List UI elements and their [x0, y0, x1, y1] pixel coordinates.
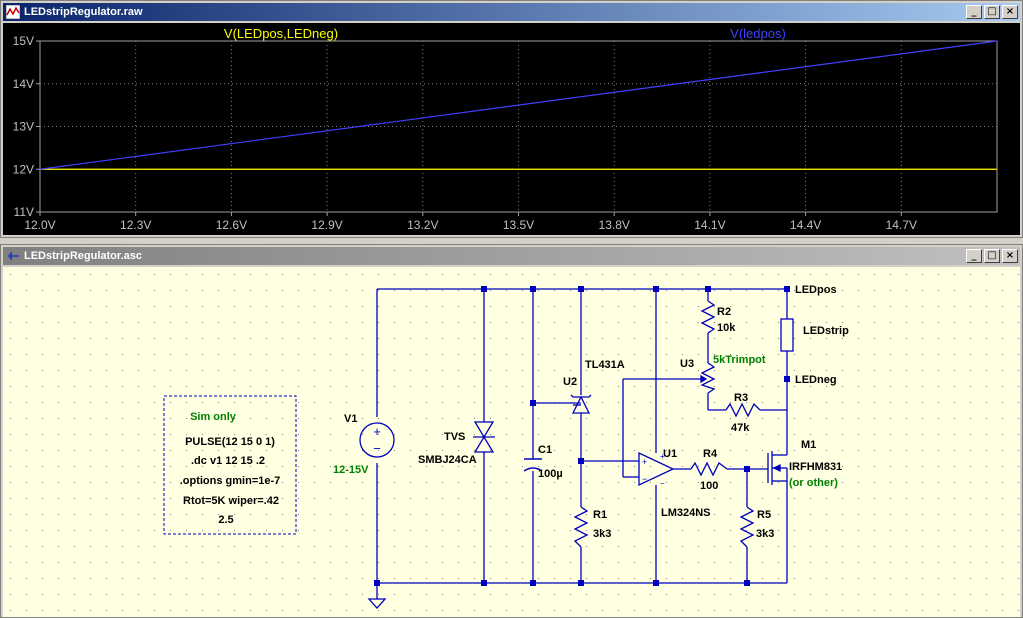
shunt-regulator-u2[interactable] — [570, 394, 592, 414]
resistor-r5[interactable] — [739, 506, 755, 548]
tvs-diode[interactable] — [473, 421, 495, 453]
x-tick-label: 14.7V — [886, 218, 917, 232]
y-tick-label: 11V — [14, 205, 34, 219]
svg-text:−: − — [373, 441, 381, 456]
x-tick-label: 13.2V — [407, 218, 438, 232]
trimpot-u3[interactable] — [700, 362, 716, 394]
minimize-button[interactable]: _ — [966, 5, 982, 19]
net-label-ledneg[interactable]: LEDneg — [795, 374, 837, 386]
waveform-plot[interactable]: 12.0V 12.3V 12.6V 12.9V 13.2V 13.5V 13.8V 14.1V… — [3, 23, 1020, 235]
m1-value: IRFHM831 — [789, 461, 842, 473]
r2-label: R2 — [717, 306, 731, 318]
r4-label: R4 — [703, 448, 718, 460]
sim-box-line: .dc v1 12 15 .2 — [191, 455, 265, 467]
c1-label: C1 — [538, 444, 552, 456]
r2-value: 10k — [717, 322, 736, 334]
r3-label: R3 — [734, 392, 748, 404]
led-strip-component[interactable] — [780, 318, 794, 352]
close-button[interactable]: × — [1002, 249, 1018, 263]
minimize-button[interactable]: _ — [966, 249, 982, 263]
svg-text:−: − — [660, 479, 665, 488]
resistor-r4[interactable] — [690, 461, 728, 477]
waveform-icon — [6, 5, 20, 19]
resistor-r3[interactable] — [725, 402, 761, 418]
schematic-window-title: LEDstripRegulator.asc — [24, 250, 142, 262]
resistor-r1[interactable] — [573, 506, 589, 548]
y-tick-label: 12V — [13, 162, 34, 176]
u3-label: U3 — [680, 358, 694, 370]
sim-box-line: 2.5 — [218, 514, 233, 526]
sim-box-line: Rtot=5K wiper=.42 — [183, 495, 279, 507]
trimpot-value: 5kTrimpot — [713, 354, 766, 366]
x-tick-label: 12.3V — [120, 218, 151, 232]
schematic-canvas[interactable]: + − — [3, 267, 1020, 617]
svg-text:−: − — [642, 474, 647, 484]
svg-text:+: + — [660, 452, 665, 461]
v1-label: V1 — [344, 413, 357, 425]
tvs-label: TVS — [444, 431, 465, 443]
r4-value: 100 — [700, 480, 718, 492]
sim-box-line: PULSE(12 15 0 1) — [185, 436, 275, 448]
r1-label: R1 — [593, 509, 607, 521]
plot-window-title: LEDstripRegulator.raw — [24, 6, 143, 18]
trace-ledpos[interactable] — [39, 40, 998, 170]
x-tick-label: 14.1V — [694, 218, 725, 232]
r3-value: 47k — [731, 422, 750, 434]
u2-label: U2 — [563, 376, 577, 388]
x-tick-label: 13.8V — [599, 218, 630, 232]
svg-text:+: + — [373, 424, 381, 439]
voltage-source-v1[interactable]: + − — [359, 422, 395, 458]
c1-value: 100µ — [538, 468, 563, 480]
trace-label-ledpos-ledneg[interactable]: V(LEDpos,LEDneg) — [224, 26, 338, 41]
schematic-icon — [8, 251, 19, 261]
m1-note: (or other) — [789, 477, 838, 489]
sim-directive-box[interactable] — [163, 395, 297, 535]
x-tick-label: 13.5V — [503, 218, 534, 232]
x-tick-label: 12.0V — [24, 218, 55, 232]
sim-box-title: Sim only — [190, 411, 237, 423]
r5-value: 3k3 — [756, 528, 774, 540]
u1-value: LM324NS — [661, 507, 711, 519]
m1-label: M1 — [801, 439, 816, 451]
x-tick-label: 12.9V — [311, 218, 342, 232]
ground-symbol — [367, 598, 387, 609]
tl431-value: TL431A — [585, 359, 625, 371]
u1-label: U1 — [663, 448, 677, 460]
y-tick-label: 14V — [13, 77, 34, 91]
net-label-ledpos[interactable]: LEDpos — [795, 284, 837, 296]
schematic-window: LEDstripRegulator.asc _ □ × — [0, 244, 1023, 618]
plot-window-titlebar[interactable]: LEDstripRegulator.raw _ □ × — [3, 3, 1020, 21]
x-tick-label: 14.4V — [790, 218, 821, 232]
r1-value: 3k3 — [593, 528, 611, 540]
maximize-button[interactable]: □ — [984, 249, 1000, 263]
schematic-window-titlebar[interactable]: LEDstripRegulator.asc _ □ × — [3, 247, 1020, 265]
capacitor-c1[interactable] — [523, 458, 543, 472]
trace-label-ledpos[interactable]: V(ledpos) — [730, 26, 786, 41]
x-tick-label: 12.6V — [216, 218, 247, 232]
opamp-u1[interactable]: + − + − — [638, 451, 675, 488]
r5-label: R5 — [757, 509, 771, 521]
y-tick-label: 13V — [13, 120, 34, 134]
tvs-value: SMBJ24CA — [418, 454, 477, 466]
resistor-r2[interactable] — [700, 300, 716, 334]
maximize-button[interactable]: □ — [984, 5, 1000, 19]
ledstrip-label: LEDstrip — [803, 325, 849, 337]
mosfet-m1[interactable] — [767, 439, 788, 497]
svg-text:+: + — [642, 457, 647, 467]
v1-value: 12-15V — [333, 464, 369, 476]
sim-box-line: .options gmin=1e-7 — [180, 475, 281, 487]
y-tick-label: 15V — [13, 34, 34, 48]
close-button[interactable]: × — [1002, 5, 1018, 19]
